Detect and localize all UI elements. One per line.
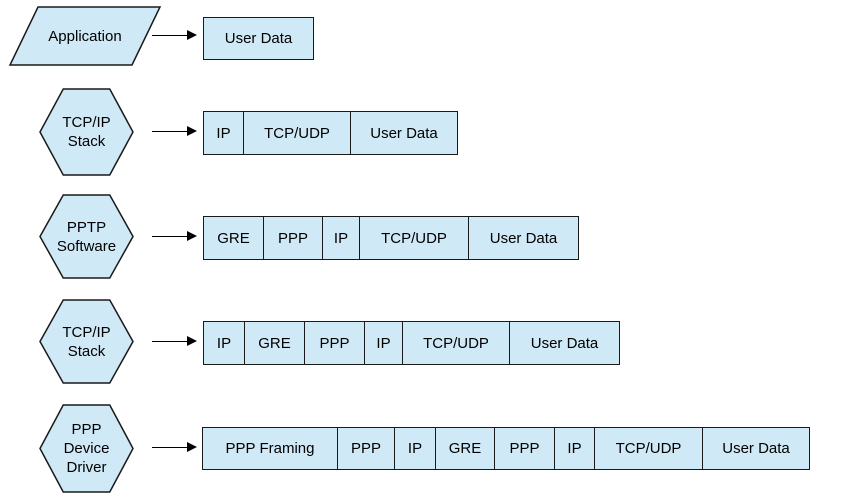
tcpip-stack-upper-shape-outline	[39, 88, 134, 176]
right-arrow-icon	[152, 126, 197, 136]
arrow-shaft	[152, 340, 187, 342]
packet-segment-ppp: PPP	[337, 428, 394, 469]
ppp-device-driver-shape-outline	[39, 404, 134, 493]
packet-segment-tcp-udp: TCP/UDP	[594, 428, 702, 469]
pptp-software-hexagon-shape	[39, 194, 134, 279]
packet-segment-user-data: User Data	[468, 217, 578, 259]
arrow-head	[187, 336, 197, 346]
packet-segment-ip: IP	[216, 124, 231, 142]
packet-segment-gre: GRE	[435, 428, 494, 469]
packet-segment-ip: IP	[394, 428, 435, 469]
packet-segment-ppp: PPP	[304, 322, 364, 364]
right-arrow-icon	[152, 336, 197, 346]
right-arrow-icon	[152, 231, 197, 241]
application-shape-outline	[8, 6, 162, 66]
packet-segment-ip: IP	[216, 334, 232, 352]
arrow-head	[187, 126, 197, 136]
packet-segment-tcp-udp: TCP/UDP	[402, 322, 509, 364]
pptp-software-shape-outline	[39, 194, 134, 279]
packet-segment-ppp: PPP	[263, 217, 322, 259]
arrow-shaft	[152, 34, 187, 36]
ppp-device-driver-hexagon-shape	[39, 404, 134, 493]
packet-segment-ip: IP	[554, 428, 594, 469]
application-parallelogram-shape	[8, 6, 162, 66]
arrow-shaft	[152, 130, 187, 132]
arrow-head	[187, 231, 197, 241]
arrow-shaft	[152, 235, 187, 237]
packet-segment-user-data: User Data	[702, 428, 809, 469]
packet-segment-user-data: User Data	[224, 30, 293, 47]
packet-segment-user-data: User Data	[509, 322, 619, 364]
packet-segment-gre: GRE	[217, 229, 250, 247]
packet-segment-tcp-udp: TCP/UDP	[359, 217, 468, 259]
packet-segment-ip: IP	[322, 217, 359, 259]
packet-segment-gre: GRE	[244, 322, 304, 364]
arrow-shaft	[152, 446, 187, 448]
right-arrow-icon	[152, 30, 197, 40]
packet-segment-user-data: User Data	[350, 112, 457, 154]
arrow-head	[187, 442, 197, 452]
arrow-head	[187, 30, 197, 40]
application-packet: User Data	[203, 17, 314, 60]
tcpip-stack-lower-hexagon-shape	[39, 299, 134, 384]
tcpip-stack-lower-shape-outline	[39, 299, 134, 384]
packet-segment-ppp-framing: PPP Framing	[225, 440, 315, 457]
tcpip-stack-upper-hexagon-shape	[39, 88, 134, 176]
right-arrow-icon	[152, 442, 197, 452]
packet-segment-ip: IP	[364, 322, 402, 364]
packet-segment-ppp: PPP	[494, 428, 554, 469]
packet-segment-tcp-udp: TCP/UDP	[243, 112, 350, 154]
